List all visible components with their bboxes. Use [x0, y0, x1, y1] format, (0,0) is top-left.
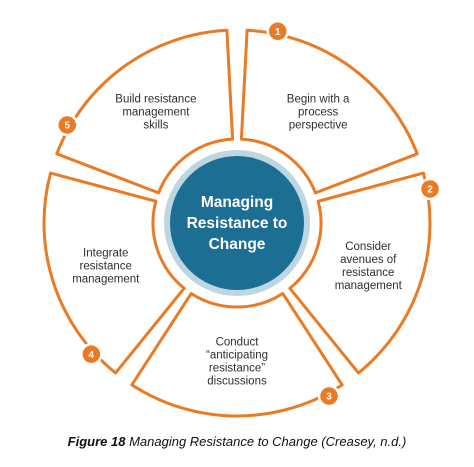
segment-1	[239, 28, 419, 195]
segment-2	[288, 171, 432, 375]
center-disc	[170, 156, 304, 290]
figure-number: Figure 18	[67, 434, 126, 449]
step-badge-2	[418, 177, 442, 201]
step-number-5: 5	[64, 121, 70, 132]
segment-5	[55, 28, 235, 195]
step-badge-3	[317, 384, 341, 408]
figure-caption-text: Managing Resistance to Change (Creasey, …	[129, 434, 407, 449]
step-badge-1	[266, 20, 289, 43]
segment-4	[42, 171, 186, 375]
step-number-3: 3	[326, 392, 332, 403]
step-number-2: 2	[427, 185, 433, 196]
step-badge-4	[80, 342, 103, 366]
figure-caption: Figure 18 Managing Resistance to Change …	[0, 434, 474, 449]
step-badge-5	[56, 113, 79, 137]
segment-3	[130, 291, 344, 418]
step-number-4: 4	[89, 350, 95, 361]
step-number-1: 1	[275, 27, 281, 38]
segments-layer	[42, 28, 432, 418]
badges-layer: 1 2 3 4 5	[56, 20, 442, 408]
